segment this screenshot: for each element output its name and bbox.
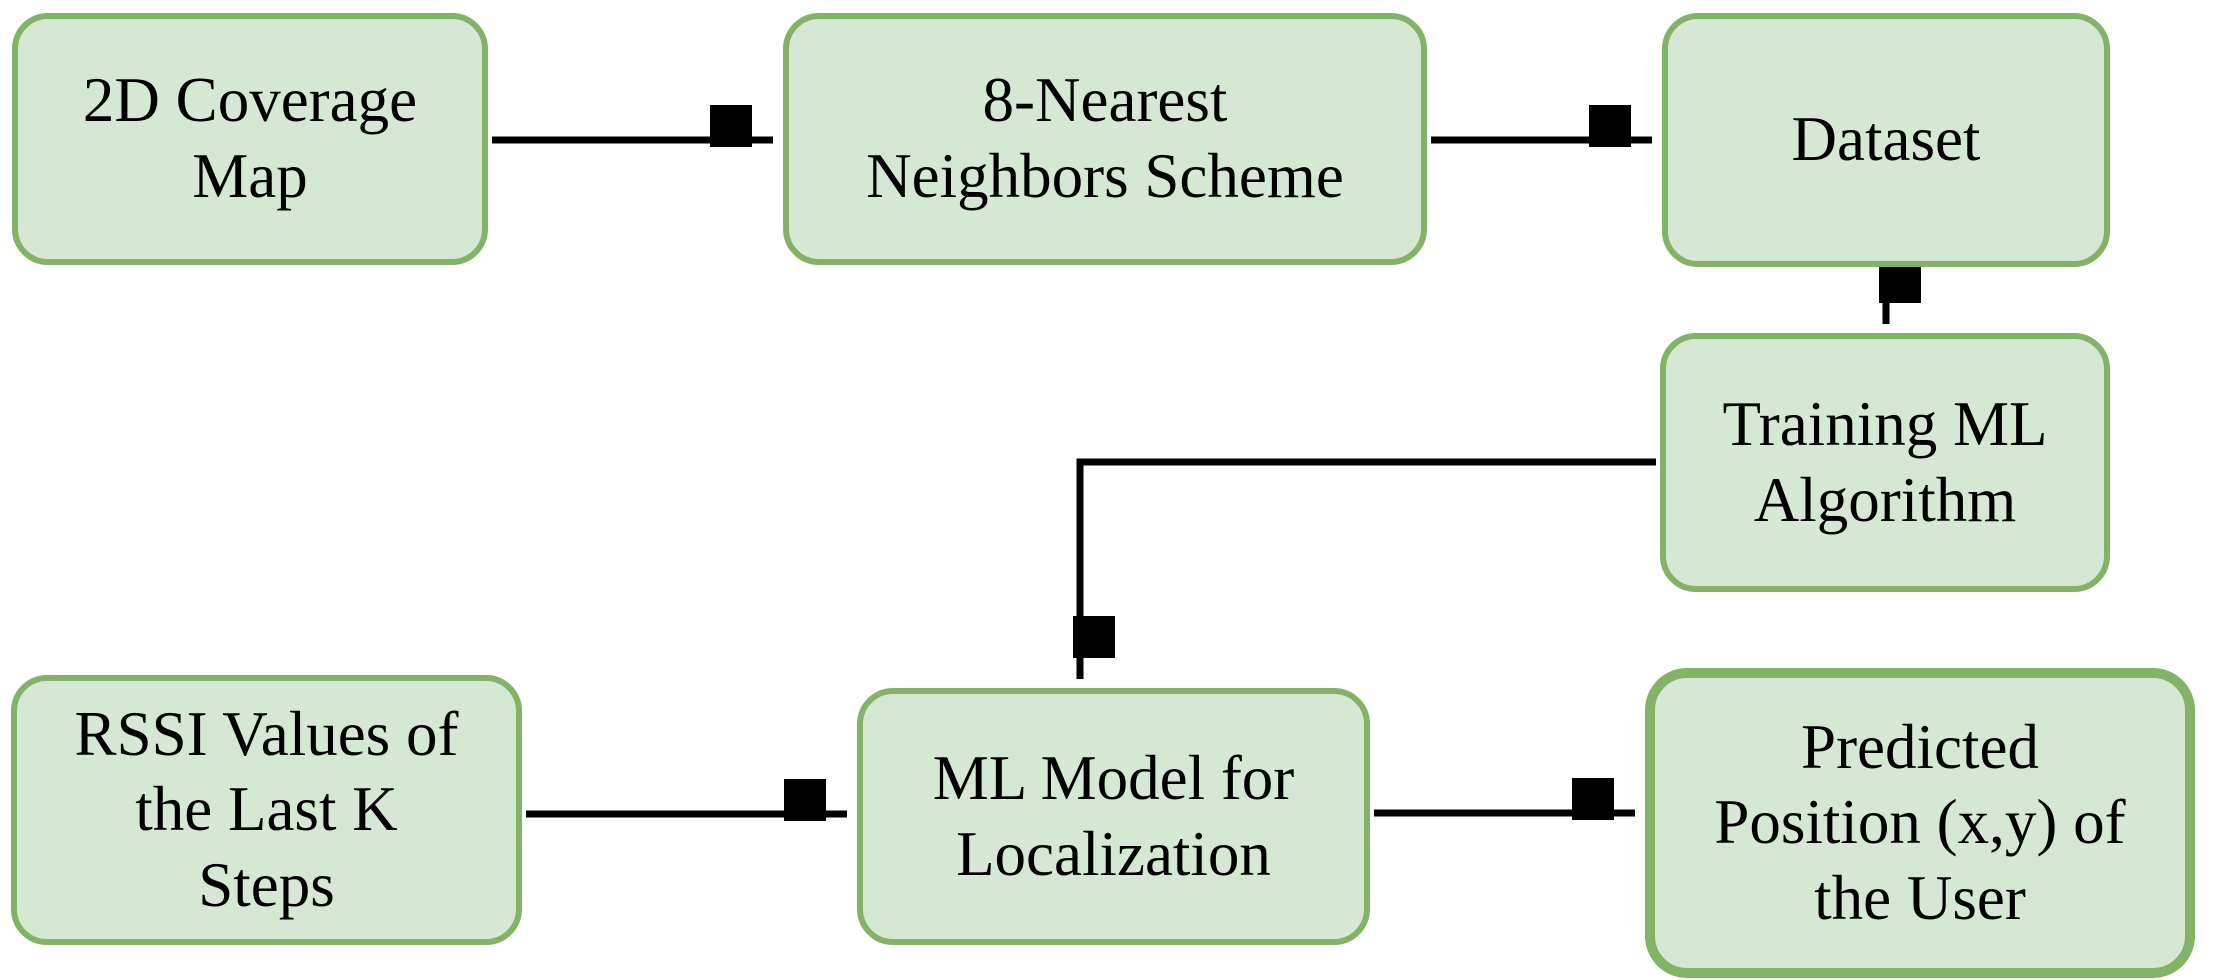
node-rssi-values-last-k-steps: RSSI Values of the Last K Steps — [11, 675, 522, 945]
node-2d-coverage-map-label: 2D Coverage Map — [82, 65, 418, 211]
node-2d-coverage-map: 2D Coverage Map — [12, 13, 488, 265]
node-training-ml-algorithm: Training ML Algorithm — [1660, 333, 2110, 592]
arrow-training-to-mlmodel — [1080, 458, 1656, 679]
node-ml-model-for-localization-label: ML Model for Localization — [932, 742, 1295, 889]
node-dataset-label: Dataset — [1791, 104, 1981, 175]
node-predicted-position: Predicted Position (x,y) of the User — [1645, 668, 2195, 978]
node-ml-model-for-localization: ML Model for Localization — [857, 688, 1370, 945]
node-8-nearest-neighbors-scheme-label: 8-Nearest Neighbors Scheme — [866, 65, 1344, 211]
node-dataset: Dataset — [1662, 13, 2110, 267]
node-8-nearest-neighbors-scheme: 8-Nearest Neighbors Scheme — [783, 13, 1427, 265]
node-predicted-position-label: Predicted Position (x,y) of the User — [1714, 711, 2126, 933]
node-training-ml-algorithm-label: Training ML Algorithm — [1722, 388, 2048, 535]
node-rssi-values-last-k-steps-label: RSSI Values of the Last K Steps — [74, 698, 459, 920]
